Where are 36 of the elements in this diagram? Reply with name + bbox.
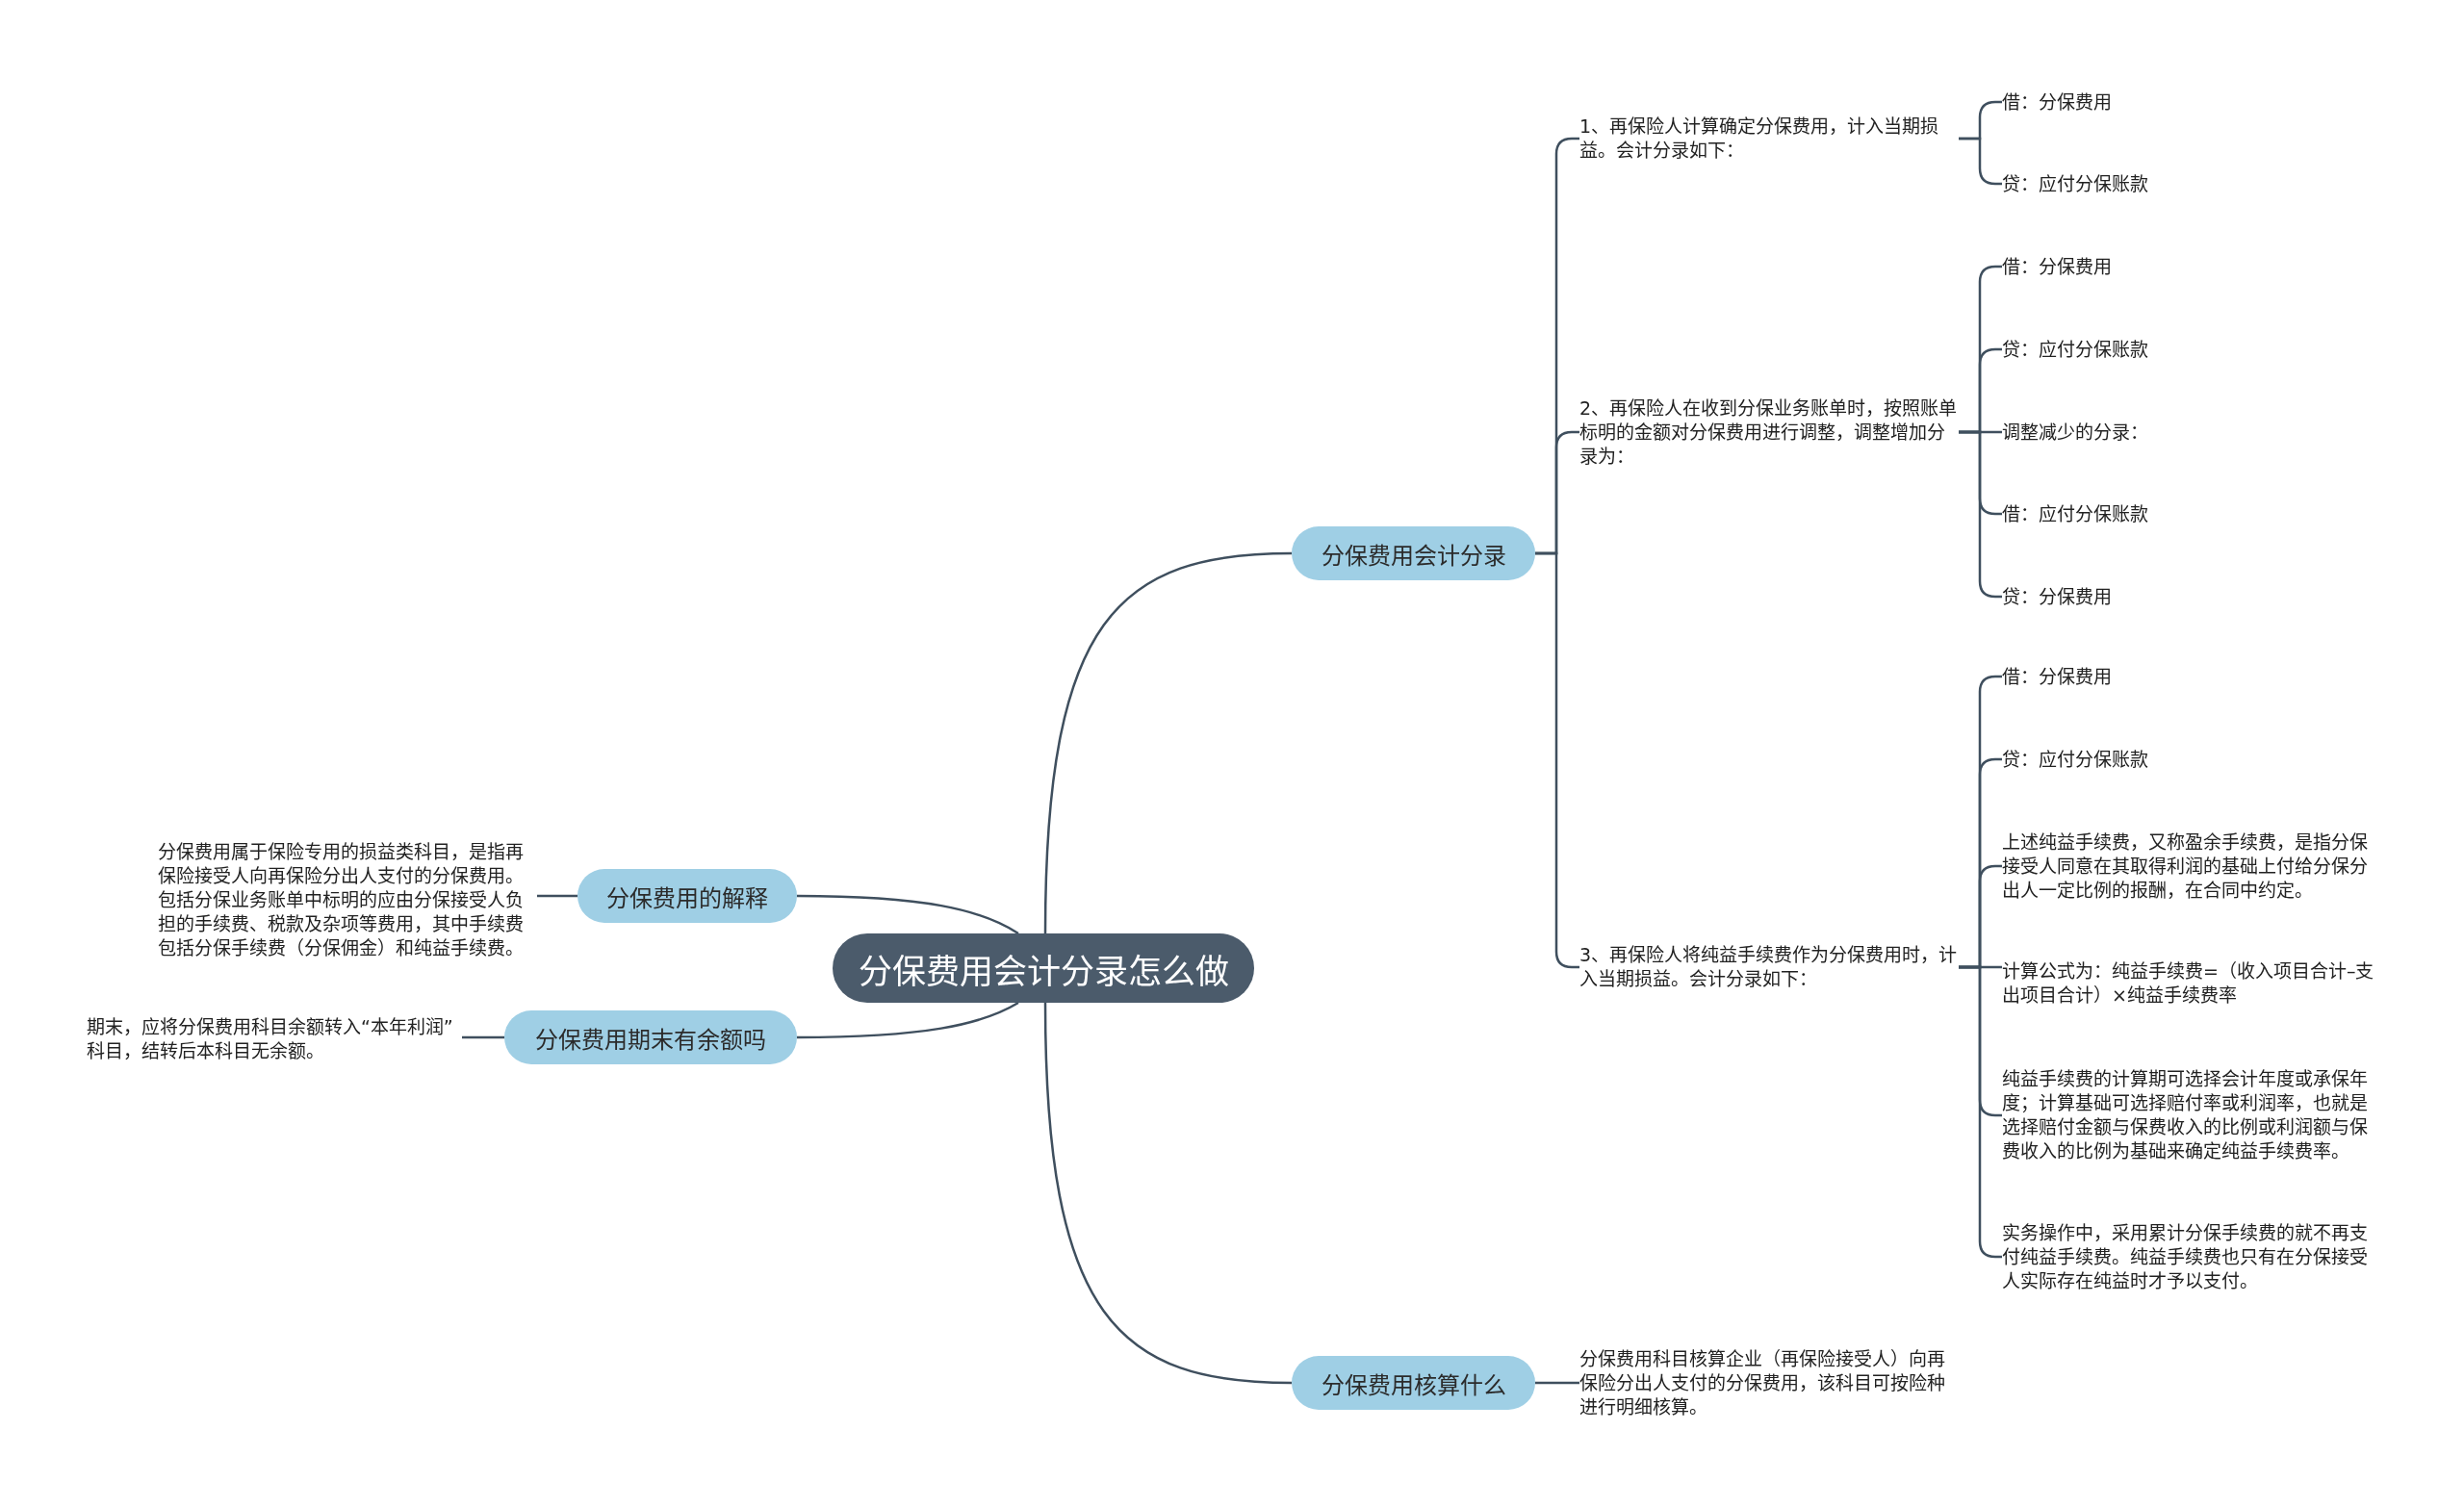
connector-line [1535,1381,1579,1385]
note-text: 调整减少的分录： [2002,420,2387,445]
branch-curve [797,894,1019,935]
note-text: 借：分保费用 [2002,664,2387,689]
note-text: 分保费用属于保险专用的损益类科目，是指再保险接受人向再保险分出人支付的分保费用。包括分保业务账单中标明的应由分保接受人负担的手续费、税款及杂项等费用，其中手续费包括分保手续费（分保佣金）和纯益手续费。 [158,839,537,960]
branch-curve [1043,1002,1293,1385]
note-text: 借：应付分保账款 [2002,501,2387,526]
note-text: 期末，应将分保费用科目余额转入“本年利润”科目，结转后本科目无余额。 [87,1015,462,1063]
note-text: 3、再保险人将纯益手续费作为分保费用时，计入当期损益。会计分录如下： [1579,943,1959,991]
topic-title: 分保费用核算什么 [1321,1370,1506,1400]
note-text: 贷：应付分保账款 [2002,337,2387,362]
branch-curve [1043,551,1293,934]
topic-title: 分保费用会计分录 [1321,541,1506,571]
note-text: 贷：应付分保账款 [2002,171,2387,196]
branch-curve [797,1001,1019,1039]
connector-line [1959,137,2002,186]
topic-pill [1292,526,1535,580]
topic-title: 分保费用的解释 [606,883,768,913]
note-text: 计算公式为：纯益手续费=（收入项目合计–支出项目合计）×纯益手续费率 [2002,959,2383,1008]
connector-line [537,894,578,898]
topic-pill [504,1010,797,1064]
note-text: 实务操作中，采用累计分保手续费的就不再支付纯益手续费。纯益手续费也只有在分保接受人实际存在纯益时才予以支付。 [2002,1220,2383,1293]
connector-line [462,1035,504,1039]
topic-title: 分保费用会计分录怎么做 [858,951,1229,993]
topic-pill [578,869,797,923]
note-text: 2、再保险人在收到分保业务账单时，按照账单标明的金额对分保费用进行调整，调整增加分录为： [1579,396,1959,469]
note-text: 纯益手续费的计算期可选择会计年度或承保年度；计算基础可选择赔付率或利润率，也就是选择赔付金额与保费收入的比例或利润额与保费收入的比例为基础来确定纯益手续费率。 [2002,1067,2383,1163]
note-text: 贷：分保费用 [2002,584,2387,609]
note-text: 1、再保险人计算确定分保费用，计入当期损益。会计分录如下： [1579,115,1959,163]
note-text: 借：分保费用 [2002,89,2387,115]
note-text: 借：分保费用 [2002,254,2387,279]
topic-pill [1292,1356,1535,1410]
note-text: 上述纯益手续费，又称盈余手续费，是指分保接受人同意在其取得利润的基础上付给分保分出人一定比例的报酬，在合同中约定。 [2002,830,2383,903]
topic-title: 分保费用期末有余额吗 [535,1025,766,1055]
note-text: 分保费用科目核算企业（再保险接受人）向再保险分出人支付的分保费用，该科目可按险种进行明细核算。 [1579,1346,1959,1419]
note-text: 贷：应付分保账款 [2002,747,2387,772]
